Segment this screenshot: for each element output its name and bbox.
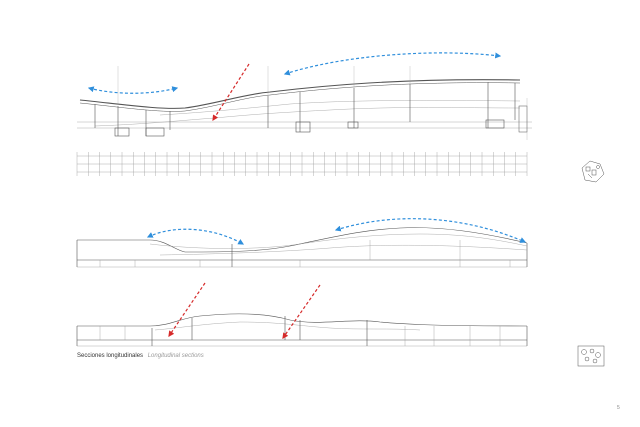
sections-caption: Secciones longitudinales Longitudinal se…	[77, 353, 204, 359]
sun-arrows-section-3	[168, 282, 321, 339]
dimension-strip	[76, 152, 528, 176]
page-number: 5	[617, 405, 620, 411]
section-1	[77, 66, 532, 140]
sun-arrow-section-1	[212, 63, 250, 122]
section-3	[76, 313, 528, 347]
wind-arrows-section-1	[87, 52, 502, 94]
site-key-plan-icon	[581, 160, 605, 183]
caption-english: Longitudinal sections	[147, 353, 204, 359]
section-2	[76, 227, 528, 268]
site-key-plan-icon	[577, 345, 605, 367]
caption-spanish: Secciones longitudinales	[77, 353, 144, 359]
wind-arrows-section-2	[146, 218, 527, 245]
